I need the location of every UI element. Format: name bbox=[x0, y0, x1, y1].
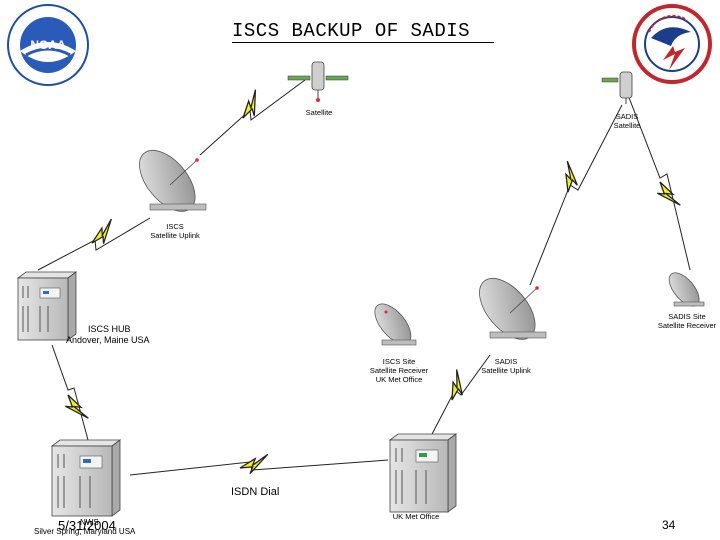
link-hub-to-iscs-uplink bbox=[37, 217, 151, 271]
link-sadis-sat-to-sadis-receiver bbox=[627, 94, 691, 271]
sadis-uplink-label-line1: SADIS bbox=[494, 357, 518, 366]
iscs-receiver-label-line3: UK Met Office bbox=[375, 375, 423, 384]
iscs-hub-label: ISCS HUB Andover, Maine USA bbox=[66, 324, 150, 346]
noaa-logo: NOAA bbox=[7, 4, 89, 86]
iscs-hub-rack bbox=[16, 271, 78, 341]
ukmet-rack bbox=[388, 433, 458, 513]
sadis-uplink-label-line2: Satellite Uplink bbox=[481, 366, 531, 375]
sadis-receiver-label: SADIS Site Satellite Receiver bbox=[654, 312, 720, 330]
footer-date: 5/31/2004 bbox=[58, 518, 116, 533]
bolt-3 bbox=[556, 160, 585, 195]
bolt-4 bbox=[653, 177, 682, 212]
link-ukmet-to-sadis-uplink bbox=[429, 354, 491, 439]
nws-logo bbox=[632, 4, 712, 84]
satellite-left bbox=[287, 61, 349, 102]
iscs-hub-label-line2: Andover, Maine USA bbox=[66, 335, 150, 345]
page-number: 34 bbox=[662, 518, 676, 532]
sadis-receiver-label-line2: Satellite Receiver bbox=[657, 321, 717, 330]
uk-met-label: UK Met Office bbox=[392, 512, 440, 521]
sadis-satellite-label-line2: Satellite bbox=[613, 121, 641, 130]
satellite-left-label: Satellite bbox=[305, 108, 333, 117]
iscs-uplink-label-line1: ISCS bbox=[166, 222, 184, 231]
iscs-hub-label-line1: ISCS HUB bbox=[88, 324, 131, 334]
nws-rack bbox=[50, 439, 122, 517]
sadis-receiver-label-line1: SADIS Site bbox=[668, 312, 706, 321]
page-title: ISCS BACKUP OF SADIS bbox=[232, 20, 471, 42]
iscs-receiver-label-line1: ISCS Site bbox=[382, 357, 416, 366]
noaa-logo-text: NOAA bbox=[30, 38, 66, 52]
satellite-right bbox=[601, 71, 633, 104]
title-underline bbox=[232, 42, 494, 43]
iscs-uplink-label-line2: Satellite Uplink bbox=[150, 231, 200, 240]
nws-label-line1: NWS bbox=[80, 518, 99, 527]
iscs-receiver-label-line2: Satellite Receiver bbox=[369, 366, 429, 375]
link-sadis-uplink-to-sadis-sat bbox=[529, 104, 623, 286]
iscs-uplink-label: ISCS Satellite Uplink bbox=[140, 222, 210, 240]
bolt-5 bbox=[61, 390, 90, 425]
isdn-dial-label: ISDN Dial bbox=[231, 486, 280, 498]
sadis-satellite-label: SADIS Satellite bbox=[600, 112, 654, 130]
sadis-receiver-dish bbox=[668, 272, 705, 307]
iscs-receiver-dish bbox=[374, 303, 417, 346]
bolt-2 bbox=[234, 89, 269, 124]
sadis-satellite-label-line1: SADIS bbox=[615, 112, 639, 121]
bolt-1 bbox=[85, 218, 121, 250]
link-hub-to-nws bbox=[51, 344, 89, 441]
link-iscs-uplink-to-satellite bbox=[199, 79, 306, 156]
iscs-uplink-dish bbox=[139, 149, 207, 212]
sadis-uplink-label: SADIS Satellite Uplink bbox=[474, 357, 538, 375]
sadis-uplink-dish bbox=[479, 277, 547, 340]
iscs-receiver-label: ISCS Site Satellite Receiver UK Met Offi… bbox=[368, 357, 430, 384]
bolt-7 bbox=[238, 453, 270, 476]
nws-label-line2: Silver Spring, Maryland USA bbox=[34, 527, 136, 536]
nws-label: NWS Silver Spring, Maryland USA bbox=[34, 518, 135, 536]
